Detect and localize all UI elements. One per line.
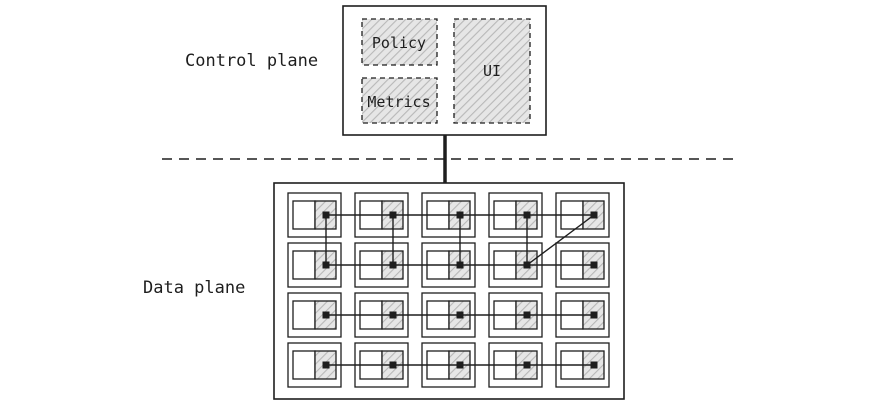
app-container [292,350,316,380]
proxy-node [322,261,330,269]
proxy-node [590,361,598,369]
metrics-box: Metrics [361,77,438,124]
proxy-node [590,261,598,269]
proxy-node [456,211,464,219]
app-container [292,200,316,230]
proxy-node [389,261,397,269]
control-plane-box: Policy Metrics UI [342,5,547,136]
proxy-node [590,311,598,319]
proxy-node [590,211,598,219]
policy-label: Policy [372,34,426,52]
data-plane-label: Data plane [143,278,245,298]
policy-box: Policy [361,18,438,66]
control-plane-label: Control plane [185,51,318,71]
mesh-link [526,214,595,266]
proxy-node [389,211,397,219]
proxy-node [523,311,531,319]
proxy-node [523,211,531,219]
proxy-node [456,261,464,269]
proxy-node [322,361,330,369]
metrics-label: Metrics [367,93,430,111]
app-container [292,250,316,280]
ui-box: UI [453,18,531,124]
proxy-node [523,361,531,369]
app-container [292,300,316,330]
proxy-node [389,361,397,369]
proxy-node [389,311,397,319]
proxy-node [322,311,330,319]
service-mesh [322,211,598,369]
proxy-node [322,211,330,219]
proxy-node [456,311,464,319]
proxy-node [456,361,464,369]
proxy-node [523,261,531,269]
ui-label: UI [483,62,501,80]
